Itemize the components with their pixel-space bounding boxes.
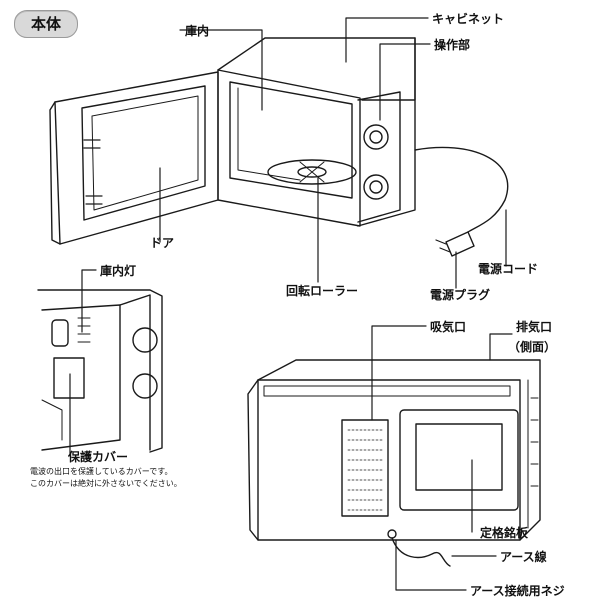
interior-detail [37,289,163,453]
rear-front-edge [247,379,259,541]
label-konai: 庫内 [185,24,210,38]
label-door: ドア [150,236,175,250]
detail-frame [37,289,163,453]
label-cabinet: キャビネット [432,12,505,26]
door-window [81,85,206,221]
label-earth-screw: アース接続用ネジ [470,584,565,598]
label-exhaust: 排気口 [516,320,553,334]
section-badge: 本体 [14,10,78,38]
label-power-cord: 電源コード [478,262,539,276]
label-power-plug: 電源プラグ [430,288,491,302]
protective-cover [53,357,85,399]
door-edge [49,101,61,245]
label-exhaust-side: （側面） [508,340,557,354]
turntable-roller [267,159,357,185]
power-plug [445,231,475,257]
earth-screw [387,529,397,539]
label-protective-cover: 保護カバー [68,450,129,464]
label-rating-plate: 定格銘板 [480,526,529,540]
cavity [229,81,353,199]
detail-knob-upper [132,327,158,353]
power-cord [414,146,509,233]
door [54,71,219,245]
rating-plate [415,423,503,491]
earth-wire [391,537,451,567]
microwave-front-open [49,37,509,257]
section-title: 本体 [30,15,61,33]
detail-knob-lower [132,373,158,399]
control-knob-lower [363,174,389,200]
cabinet-side [357,37,416,227]
label-control-panel: 操作部 [434,38,471,52]
control-panel [357,91,401,223]
interior-light [51,319,69,347]
intake-grille [341,419,389,517]
label-intake: 吸気口 [430,320,467,334]
cabinet-front [217,69,361,227]
label-turntable-roller: 回転ローラー [286,284,359,298]
rating-plate-panel [399,409,519,511]
leader-lines [69,17,513,591]
control-knob-upper [363,124,389,150]
rear-cabinet-top [257,359,541,541]
note-line-1: 電波の出口を保護しているカバーです。 [30,467,173,476]
cabinet-top [217,37,416,101]
rear-view [247,359,541,567]
label-interior-light: 庫内灯 [100,264,137,278]
note-line-2: このカバーは絶対に外さないでください。 [30,479,182,488]
label-earth-wire: アース線 [500,550,547,564]
rear-panel [257,379,521,541]
